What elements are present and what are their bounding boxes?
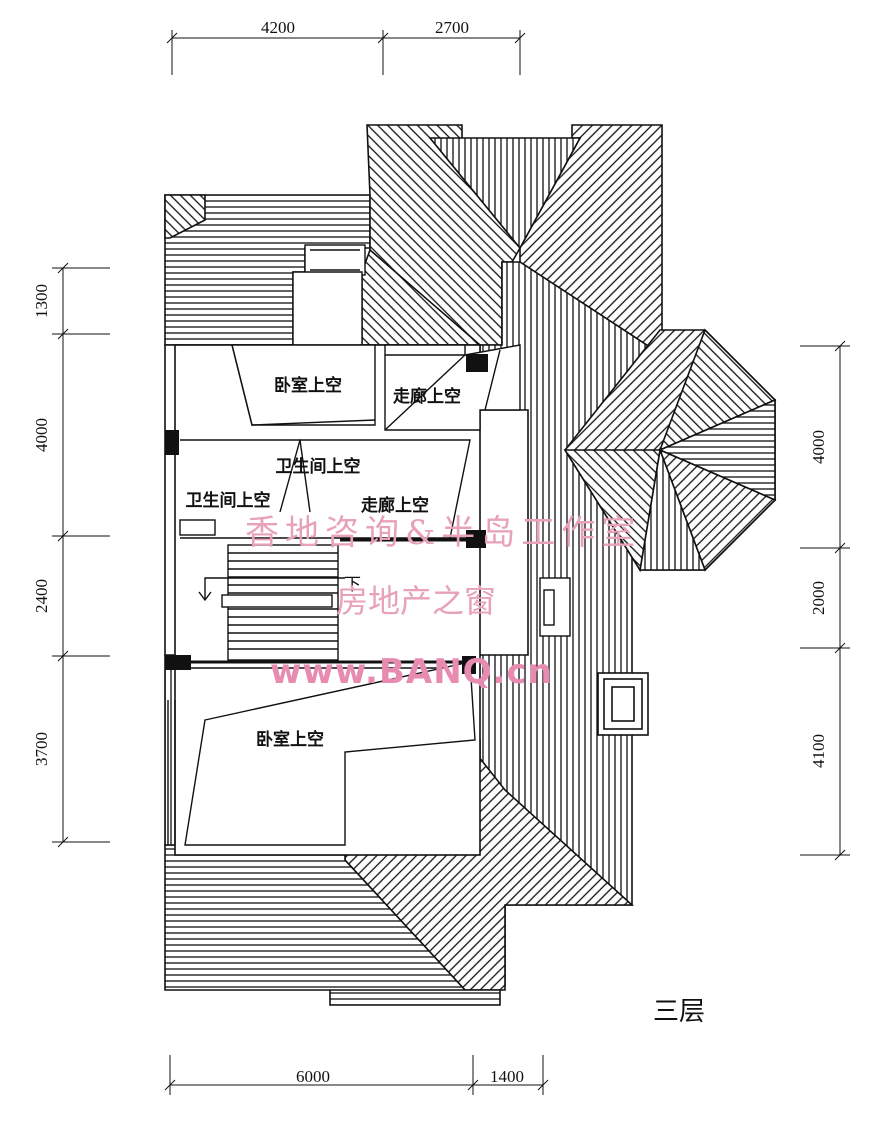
watermark-line3: www.BANQ.cn — [270, 652, 553, 692]
dim-top-1: 4200 — [261, 18, 295, 37]
room-label-bath-right: 卫生间上空 — [276, 456, 361, 477]
room-label-bath-left: 卫生间上空 — [186, 490, 271, 511]
dim-bottom-2: 1400 — [490, 1067, 524, 1086]
room-label-bedroom-top: 卧室上空 — [274, 375, 342, 396]
watermark-line1: 香地咨询&半岛工作室 — [245, 513, 641, 553]
interior — [167, 244, 571, 856]
skylight — [597, 672, 649, 736]
floor-label: 三层 — [653, 997, 705, 1027]
dim-left-2: 4000 — [32, 418, 51, 452]
dim-right-3: 4100 — [809, 734, 828, 768]
dim-left-1: 1300 — [32, 284, 51, 318]
room-label-corridor-top: 走廊上空 — [393, 386, 461, 407]
dim-top-2: 2700 — [435, 18, 469, 37]
room-label-corridor-mid: 走廊上空 — [361, 495, 429, 516]
wall-posts — [165, 354, 488, 674]
dim-bottom-1: 6000 — [296, 1067, 330, 1086]
stair-down-label: 下 — [344, 575, 361, 595]
dim-left-4: 3700 — [32, 732, 51, 766]
watermark-line2: 房地产之窗 — [336, 582, 496, 620]
stair — [198, 544, 345, 661]
dim-left-3: 2400 — [32, 579, 51, 613]
dimension-lines — [52, 30, 850, 1095]
dim-right-2: 2000 — [809, 581, 828, 615]
dim-right-1: 4000 — [809, 430, 828, 464]
room-label-bedroom-bottom: 卧室上空 — [256, 729, 324, 750]
